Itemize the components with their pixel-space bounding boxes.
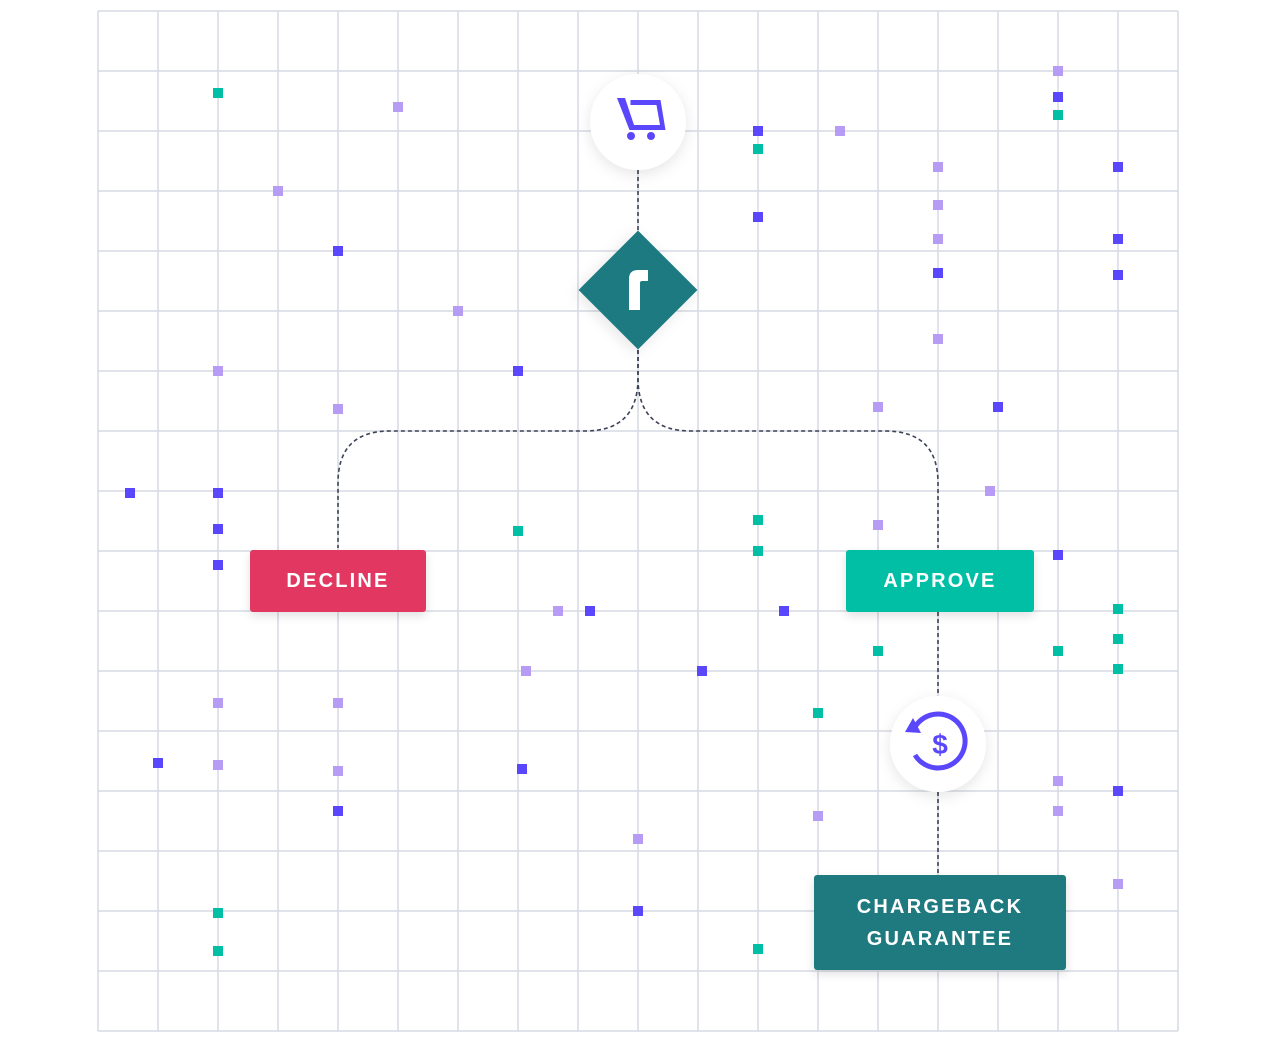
decorative-dot [213,366,223,376]
decorative-dot [553,606,563,616]
decorative-dot [513,526,523,536]
decorative-dot [213,88,223,98]
decorative-dot [213,698,223,708]
decorative-dot [273,186,283,196]
decorative-dot [1113,786,1123,796]
decorative-dot [1113,879,1123,889]
decorative-dot [933,268,943,278]
decorative-dot [753,546,763,556]
svg-text:$: $ [932,729,948,760]
shopping-cart-icon [617,98,666,140]
decorative-dot [333,698,343,708]
decorative-dot [1053,66,1063,76]
decorative-dot [213,524,223,534]
decorative-dot [779,606,789,616]
decorative-dot [873,402,883,412]
connector-lines [337,170,939,874]
decorative-dot [1113,664,1123,674]
decorative-dot [985,486,995,496]
decorative-dot [393,102,403,112]
refund-node: $ [890,696,986,792]
decorative-dot [585,606,595,616]
decorative-dot [813,708,823,718]
decline-box: DECLINE [250,550,426,612]
decorative-dot [835,126,845,136]
decorative-dot [1113,270,1123,280]
decorative-dot [213,908,223,918]
decorative-dot [513,366,523,376]
decorative-dot [873,520,883,530]
decorative-dot [1053,776,1063,786]
chargeback-label-line1: CHARGEBACK [856,895,1024,918]
scattered-dots [125,66,1123,956]
chargeback-guarantee-box: CHARGEBACK GUARANTEE [814,875,1066,970]
decorative-dot [933,334,943,344]
cart-node [590,74,686,170]
decorative-dot [1053,806,1063,816]
decorative-dot [993,402,1003,412]
decorative-dot [125,488,135,498]
decorative-dot [1113,234,1123,244]
decorative-dot [933,162,943,172]
decorative-dot [1113,634,1123,644]
decorative-dot [753,212,763,222]
decorative-dot [1053,92,1063,102]
chargeback-label-line2: GUARANTEE [866,927,1014,950]
decorative-dot [1113,162,1123,172]
decorative-dot [521,666,531,676]
decorative-dot [633,834,643,844]
decorative-dot [753,126,763,136]
logo-node [578,230,698,350]
decorative-dot [933,234,943,244]
decorative-dot [697,666,707,676]
decorative-dot [333,766,343,776]
decorative-dot [753,515,763,525]
decorative-dot [213,946,223,956]
refund-dollar-icon: $ [905,711,968,771]
connector-logo-to-decline [337,350,639,548]
decorative-dot [333,404,343,414]
decorative-dot [153,758,163,768]
decorative-dot [333,246,343,256]
approve-label: APPROVE [883,570,997,592]
decorative-dot [1053,550,1063,560]
decorative-dot [1053,110,1063,120]
decorative-dot [517,764,527,774]
decorative-dot [453,306,463,316]
decorative-dot [213,488,223,498]
decline-label: DECLINE [286,570,390,592]
decorative-dot [813,811,823,821]
decorative-dot [933,200,943,210]
decorative-dot [333,806,343,816]
decorative-dot [1113,604,1123,614]
approve-box: APPROVE [846,550,1034,612]
decorative-dot [873,646,883,656]
decorative-dot [1053,646,1063,656]
decorative-dot [213,760,223,770]
decorative-dot [753,144,763,154]
decorative-dot [213,560,223,570]
brand-logo-icon [629,270,648,310]
decorative-dot [633,906,643,916]
decorative-dot [753,944,763,954]
connector-logo-to-approve [637,350,939,548]
